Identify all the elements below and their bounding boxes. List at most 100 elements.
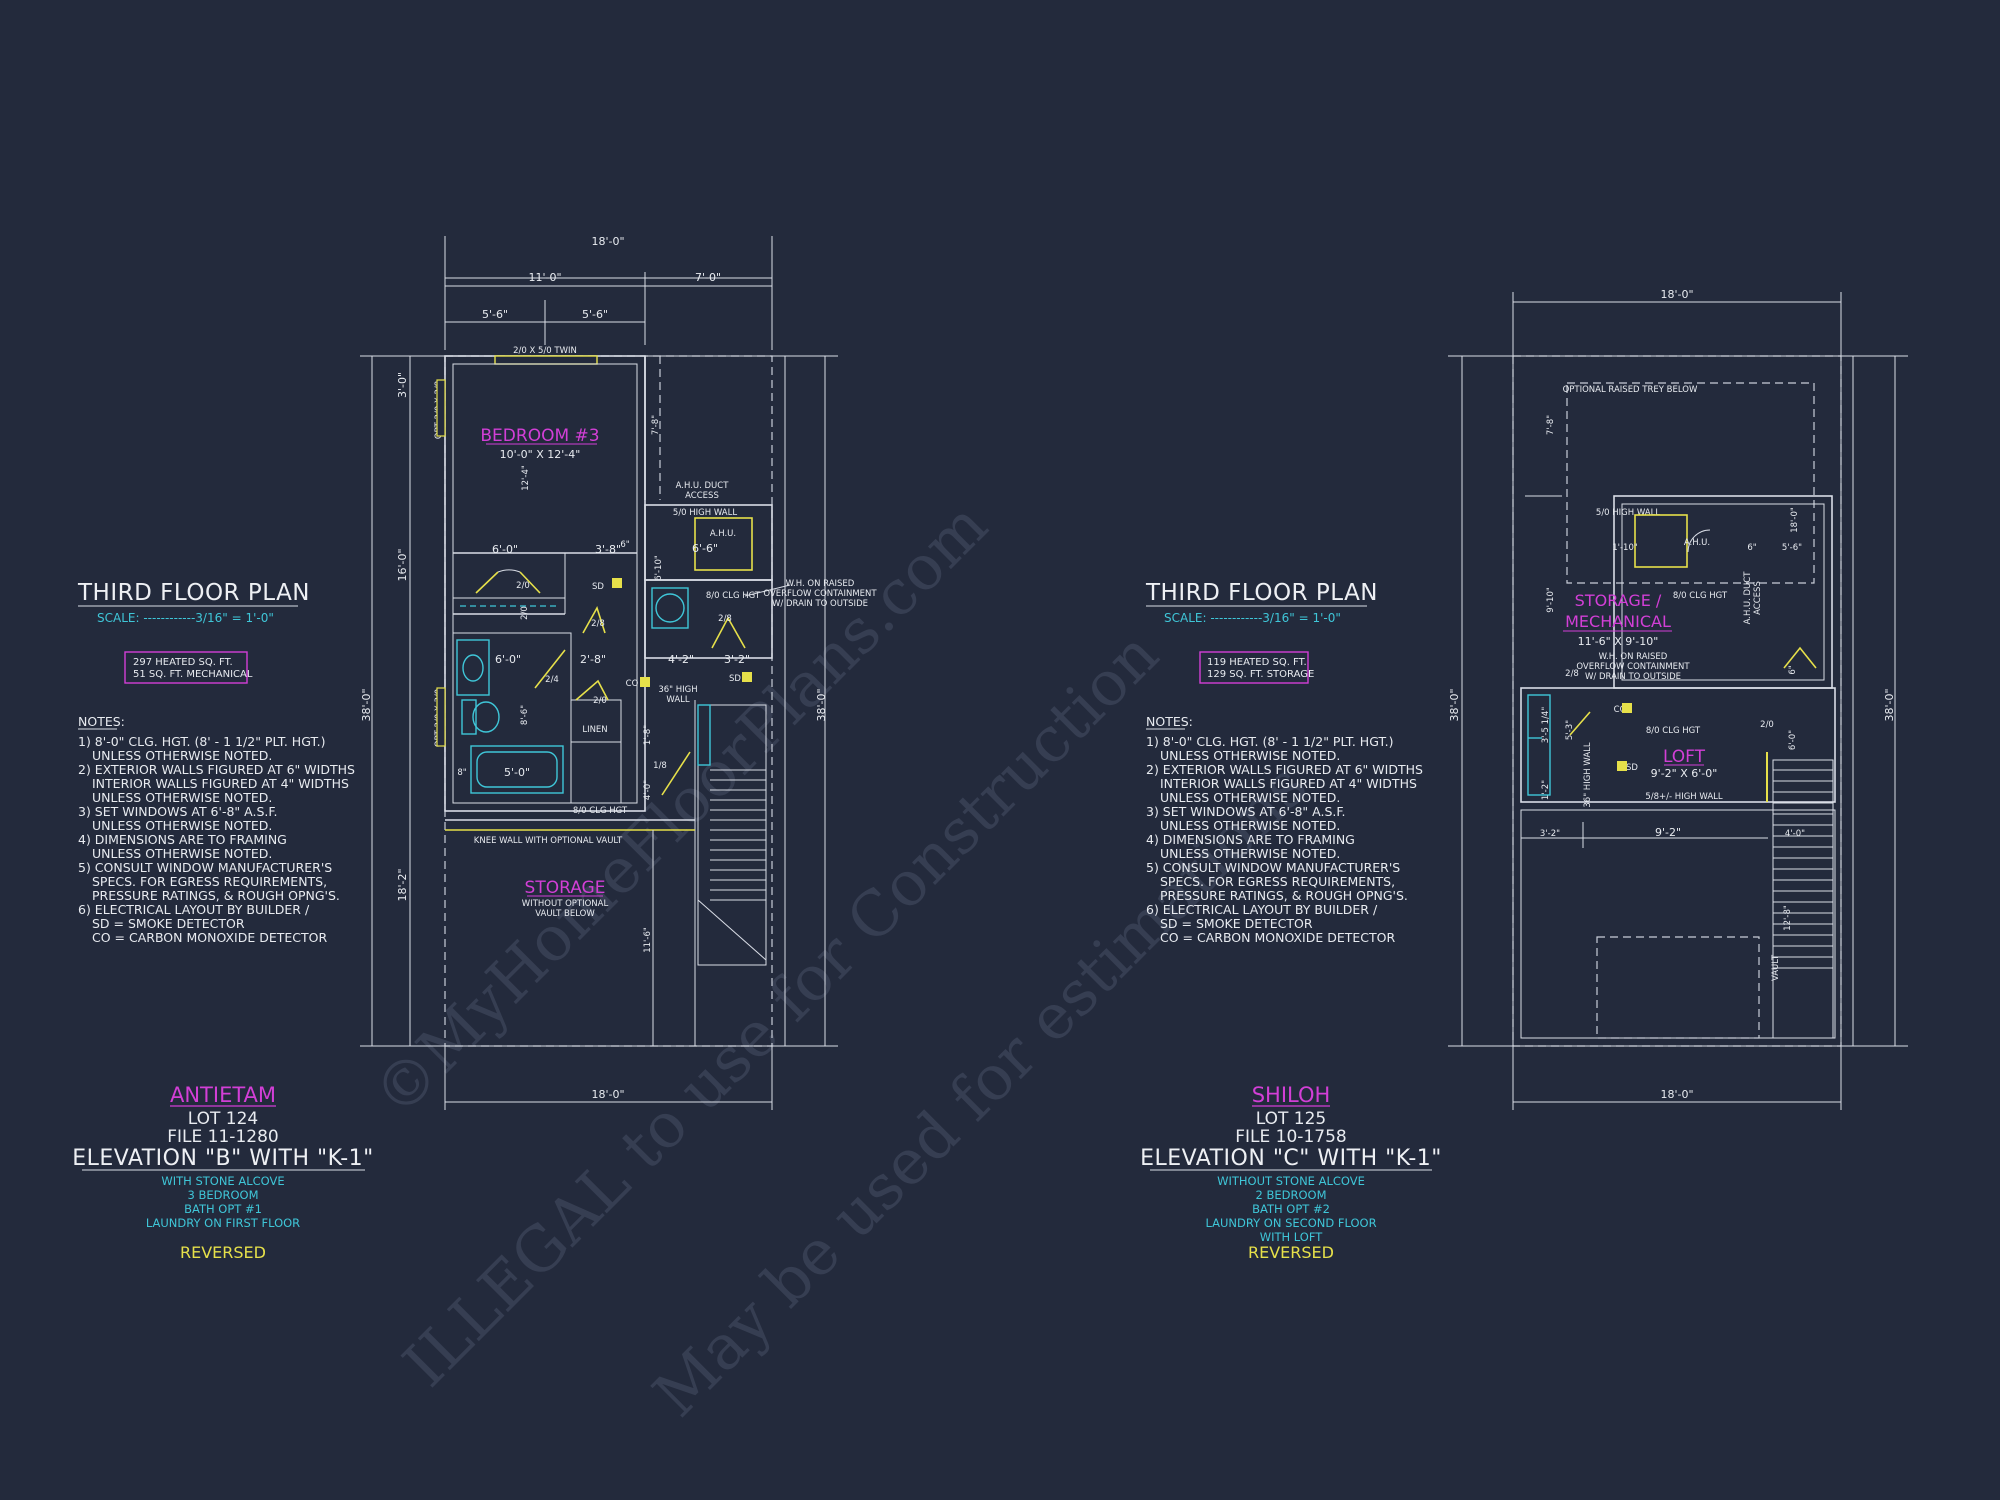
- right-duct-2: ACCESS: [1753, 581, 1763, 615]
- right-wh-note-3: W/ DRAIN TO OUTSIDE: [1585, 672, 1681, 682]
- right-duct-swing: [1687, 529, 1711, 553]
- left-note-1: 1) 8'-0" CLG. HGT. (8' - 1 1/2" PLT. HGT…: [78, 734, 325, 749]
- left-bath-door: [534, 649, 566, 689]
- right-wh-note-1: W.H. ON RAISED: [1599, 652, 1668, 662]
- right-option-2: 2 BEDROOM: [1256, 1188, 1327, 1202]
- right-dim-78: 7'-8": [1546, 415, 1556, 435]
- left-halfwall-1: 36" HIGH: [658, 685, 697, 695]
- right-note-9: UNLESS OTHERWISE NOTED.: [1160, 846, 1340, 861]
- right-note-13: 6) ELECTRICAL LAYOUT BY BUILDER /: [1146, 902, 1378, 917]
- left-note-7: UNLESS OTHERWISE NOTED.: [92, 818, 272, 833]
- left-d60b: 6'-0": [495, 653, 521, 666]
- right-sd: SD: [1626, 763, 1638, 773]
- left-model-name: ANTIETAM: [170, 1083, 276, 1107]
- left-clg1: 8/0 CLG HGT: [706, 591, 761, 601]
- left-sd2-marker: [742, 672, 752, 682]
- right-d40: 4'-0": [1785, 829, 1805, 839]
- left-d38: 3'-8": [595, 543, 621, 556]
- left-option-1: WITH STONE ALCOVE: [161, 1174, 284, 1188]
- right-note-8: 4) DIMENSIONS ARE TO FRAMING: [1146, 832, 1355, 847]
- left-notes-title: NOTES:: [78, 714, 125, 729]
- left-d18: 1'-8": [643, 725, 653, 745]
- left-storage-label: STORAGE: [525, 878, 606, 898]
- right-d32: 3'-2": [1540, 829, 1560, 839]
- left-dim-right: 38'-0": [815, 688, 828, 721]
- right-note-6: 3) SET WINDOWS AT 6'-8" A.S.F.: [1146, 804, 1346, 819]
- left-note-9: UNLESS OTHERWISE NOTED.: [92, 846, 272, 861]
- left-note-6: 3) SET WINDOWS AT 6'-8" A.S.F.: [78, 804, 278, 819]
- right-co: CO: [1614, 705, 1627, 715]
- right-area-line-2: 129 SQ. FT. STORAGE: [1207, 669, 1314, 680]
- right-area-box: [1199, 651, 1309, 684]
- right-stair-treads: [1773, 769, 1833, 969]
- right-ahu-label: A.H.U.: [1684, 538, 1710, 548]
- left-note-10: 5) CONSULT WINDOW MANUFACTURER'S: [78, 860, 332, 875]
- left-closet-door-swing: [497, 569, 521, 573]
- left-hall-door: [582, 606, 606, 634]
- right-note-10: 5) CONSULT WINDOW MANUFACTURER'S: [1146, 860, 1400, 875]
- left-tub: [470, 745, 564, 794]
- left-note-11: SPECS. FOR EGRESS REQUIREMENTS,: [92, 874, 327, 889]
- right-note-2: UNLESS OTHERWISE NOTED.: [1160, 748, 1340, 763]
- left-dim-182: 18'-2": [396, 868, 409, 901]
- right-note-12: PRESSURE RATINGS, & ROUGH OPNG'S.: [1160, 888, 1408, 903]
- left-dim-30: 3'-0": [396, 372, 409, 398]
- right-d53: 5'-3": [1565, 720, 1575, 740]
- left-option-3: BATH OPT #1: [184, 1202, 262, 1216]
- left-ahu-access-2: ACCESS: [685, 491, 719, 501]
- left-d28b: 2/8: [718, 614, 732, 624]
- right-dim-910: 9'-10": [1546, 587, 1556, 613]
- left-option-4: LAUNDRY ON FIRST FLOOR: [146, 1216, 300, 1230]
- left-d50: 5'-0": [504, 766, 530, 779]
- left-d32: 3'-2": [724, 653, 750, 666]
- left-ahu-access-1: A.H.U. DUCT: [676, 481, 730, 491]
- right-notes-title: NOTES:: [1146, 714, 1193, 729]
- left-ahu-label: A.H.U.: [710, 529, 736, 539]
- right-d6b: 6": [1788, 665, 1798, 674]
- left-storage-note-1: WITHOUT OPTIONAL: [522, 899, 609, 909]
- left-note-14: SD = SMOKE DETECTOR: [92, 916, 245, 931]
- right-elevation: ELEVATION "C" WITH "K-1": [1140, 1146, 1442, 1171]
- right-loft-walls: [1520, 687, 1836, 803]
- left-plan-sheet: THIRD FLOOR PLAN SCALE: ------------3/16…: [72, 235, 877, 1262]
- right-note-14: SD = SMOKE DETECTOR: [1160, 916, 1313, 931]
- right-co-marker: [1622, 703, 1632, 713]
- left-note-2: UNLESS OTHERWISE NOTED.: [92, 748, 272, 763]
- left-toilet-tank: [461, 699, 477, 735]
- right-d128: 12'-8": [1783, 905, 1793, 931]
- right-loft-door: [1569, 711, 1591, 736]
- left-d6: 6": [620, 540, 629, 550]
- left-window-twin: [494, 355, 598, 365]
- right-wh-note-2: OVERFLOW CONTAINMENT: [1576, 662, 1690, 672]
- left-scale-label: SCALE: ------------3/16" = 1'-0": [97, 611, 274, 625]
- right-clg1: 8/0 CLG HGT: [1673, 591, 1728, 601]
- left-d20c: 2/0: [593, 696, 607, 706]
- right-model-name: SHILOH: [1252, 1083, 1331, 1107]
- left-floor-plan: 18'-0" 11'-0" 7'-0" 5'-6" 5'-6" 38'-0" 3…: [360, 235, 877, 1110]
- left-closet-doors: [475, 571, 541, 594]
- right-high-wall: 5/0 HIGH WALL: [1596, 508, 1660, 518]
- left-d28: 2/8: [591, 619, 605, 629]
- left-storage-note-2: VAULT BELOW: [535, 909, 595, 919]
- left-sd-marker: [612, 578, 622, 588]
- left-note-5: UNLESS OTHERWISE NOTED.: [92, 790, 272, 805]
- left-linen-door: [575, 679, 609, 701]
- right-plan-sheet: THIRD FLOOR PLAN SCALE: ------------3/16…: [1140, 288, 1908, 1262]
- left-stair-break: [697, 899, 767, 961]
- right-notes-list: 1) 8'-0" CLG. HGT. (8' - 1 1/2" PLT. HGT…: [1146, 734, 1423, 945]
- left-d20a: 2/0: [516, 581, 530, 591]
- left-dim-124: 12'-4": [521, 465, 531, 491]
- left-stair: [697, 704, 767, 966]
- left-lot: LOT 124: [188, 1109, 258, 1129]
- right-dim-bottom: 18'-0": [1660, 1088, 1693, 1101]
- right-plan-title: THIRD FLOOR PLAN: [1145, 580, 1378, 606]
- left-wh-door: [711, 616, 746, 649]
- right-loft-wall: 5/8+/- HIGH WALL: [1645, 792, 1723, 802]
- left-d20b: 2/0: [520, 606, 530, 620]
- left-dim-160: 16'-0": [396, 548, 409, 581]
- left-stair-rail: [697, 704, 711, 766]
- left-wh-note-2: OVERFLOW CONTAINMENT: [763, 589, 877, 599]
- right-d92: 9'-2": [1655, 826, 1681, 839]
- left-dim-top: 18'-0": [591, 235, 624, 248]
